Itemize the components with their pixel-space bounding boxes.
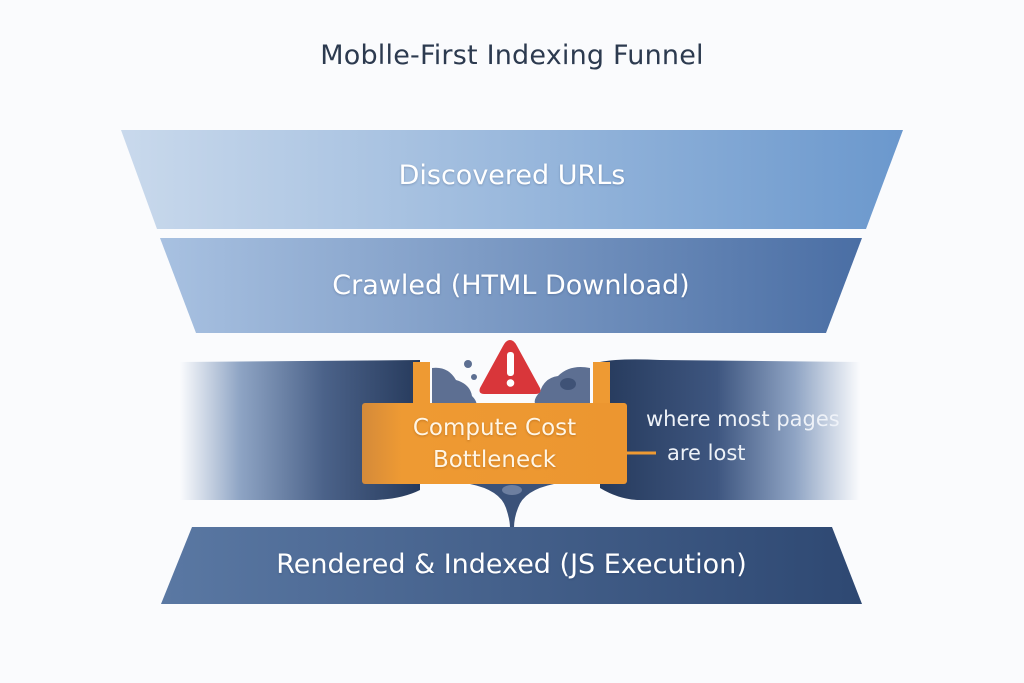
bottleneck-label-line2: Bottleneck <box>432 446 557 473</box>
bottleneck-box <box>362 403 627 484</box>
warning-triangle-icon <box>479 340 541 394</box>
bottleneck-label: Compute Cost Bottleneck <box>362 403 627 484</box>
stage-label-rendered: Rendered & Indexed (JS Execution) <box>276 549 747 580</box>
bottleneck-pillar-left <box>413 362 430 406</box>
bottleneck-band-right <box>600 359 860 500</box>
bottleneck-drip <box>470 484 554 528</box>
bottleneck-label-line1: Compute Cost <box>412 414 577 441</box>
stage-label-discovered: Discovered URLs <box>398 160 626 191</box>
annotation-line1: where most pages <box>646 407 840 431</box>
diagram-title: Moblle-First Indexing Funnel <box>320 40 704 71</box>
stage-discovered-shape <box>121 130 903 229</box>
stage-label-crawled: Crawled (HTML Download) <box>332 270 690 301</box>
stage-crawled-shape <box>160 238 862 333</box>
bottleneck-pillar-right <box>593 362 610 406</box>
stage-rendered-shape <box>161 527 862 604</box>
bottleneck-band-left <box>180 360 420 500</box>
debris-icon <box>432 360 590 406</box>
annotation-line2: are lost <box>667 441 746 465</box>
